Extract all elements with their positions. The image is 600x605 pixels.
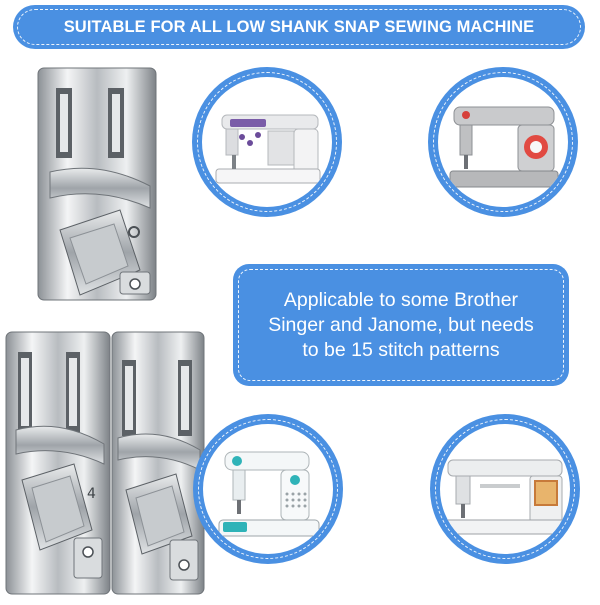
banner-title: SUITABLE FOR ALL LOW SHANK SNAP SEWING M… xyxy=(63,17,535,36)
machine-circle-2 xyxy=(428,67,578,217)
compatibility-info-box: Applicable to some Brother Singer and Ja… xyxy=(233,264,569,386)
presser-foot-icon: 4 xyxy=(5,67,205,595)
machine-circle-3 xyxy=(193,414,343,564)
sewing-machine-teal-icon xyxy=(218,451,320,537)
machine-circle-4 xyxy=(430,414,580,564)
presser-feet-illustration: 4 xyxy=(0,60,215,600)
info-line-1: Applicable to some Brother xyxy=(283,288,519,311)
title-banner: SUITABLE FOR ALL LOW SHANK SNAP SEWING M… xyxy=(13,5,585,49)
foot-size-label: 4 xyxy=(87,486,96,502)
info-line-2: Singer and Janome, but needs xyxy=(268,313,534,336)
sewing-machine-gray-icon xyxy=(449,106,559,188)
sewing-machine-purple-icon xyxy=(215,114,321,184)
info-line-3: to be 15 stitch patterns xyxy=(302,338,500,361)
machine-circle-1 xyxy=(192,67,342,217)
sewing-machine-computer-icon xyxy=(443,459,565,535)
